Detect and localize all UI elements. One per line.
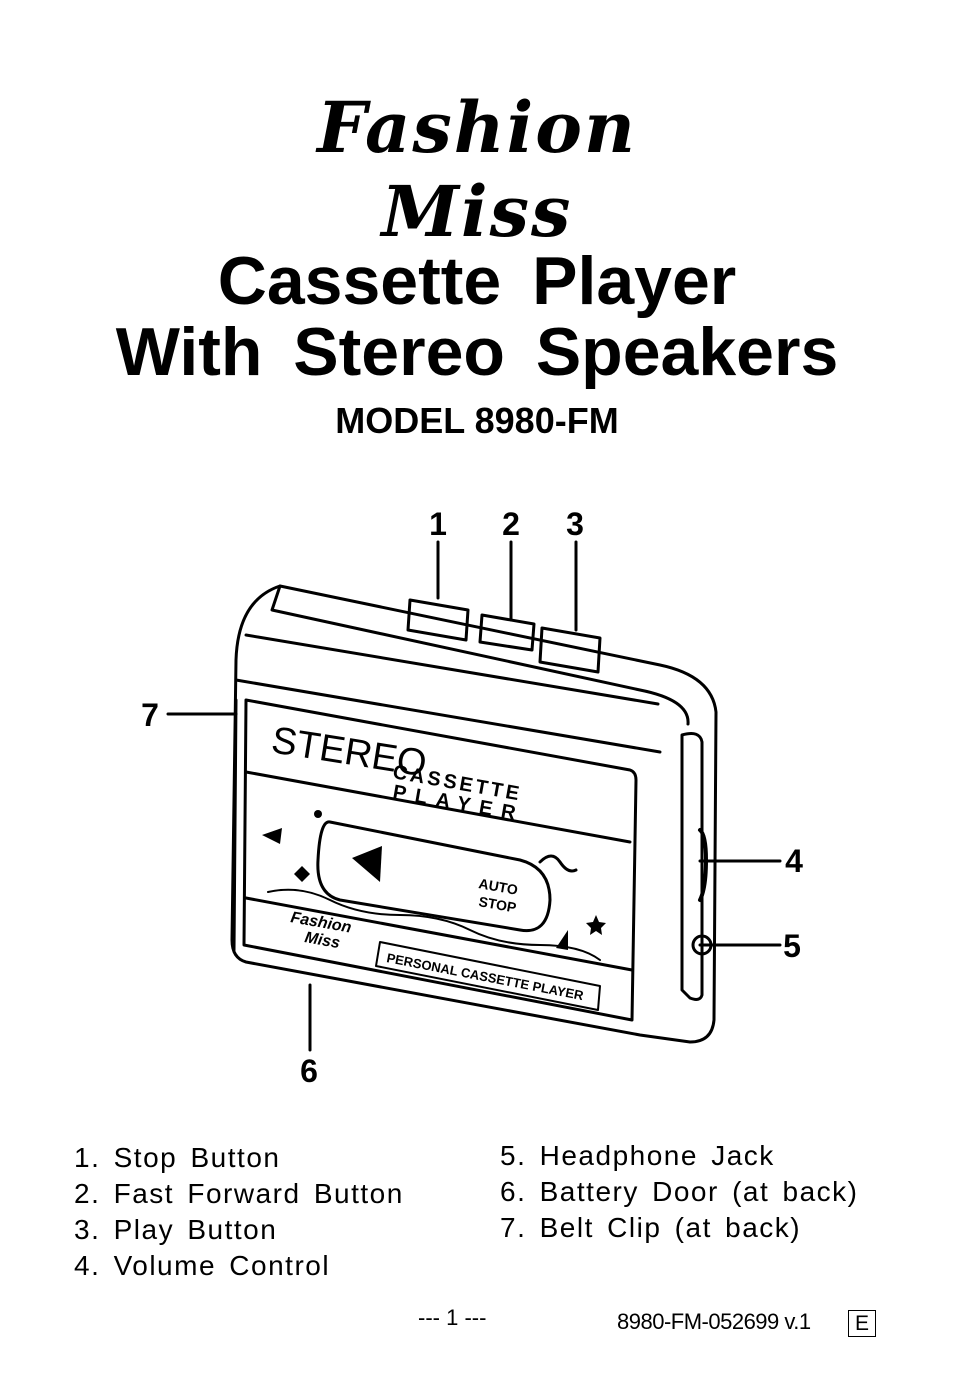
model-number: MODEL 8980-FM — [335, 400, 619, 441]
callout-1: 1 — [429, 506, 447, 542]
page-number: --- 1 --- — [418, 1305, 487, 1330]
ff-button-shape — [478, 613, 536, 652]
side-window — [680, 732, 704, 1001]
front-panel — [242, 698, 638, 1022]
legend-left: 1. Stop Button 2. Fast Forward Button 3.… — [74, 1140, 404, 1284]
callout-2: 2 — [502, 506, 520, 542]
device-stop-label: STOP — [477, 893, 517, 915]
stop-button-shape — [406, 598, 470, 642]
legend-item: 2. Fast Forward Button — [74, 1178, 404, 1209]
legend-item: 7. Belt Clip (at back) — [500, 1212, 802, 1243]
play-arrow-decoration — [352, 846, 382, 882]
legend-item: 6. Battery Door (at back) — [500, 1176, 859, 1207]
brand-logo-fashion: Fashion — [317, 86, 637, 169]
legend-item: 1. Stop Button — [74, 1142, 281, 1173]
title-line-2: With Stereo Speakers — [115, 314, 839, 390]
brand-logo-miss: Miss — [381, 170, 573, 253]
legend-item: 4. Volume Control — [74, 1250, 331, 1281]
callout-6: 6 — [300, 1053, 318, 1089]
legend-right: 5. Headphone Jack 6. Battery Door (at ba… — [500, 1138, 859, 1246]
triangle-decoration — [262, 828, 282, 844]
play-button-shape — [538, 626, 602, 674]
document-code: 8980-FM-052699 v.1 — [617, 1309, 811, 1334]
belt-clip — [232, 698, 238, 952]
device-body — [230, 584, 718, 1044]
callout-4: 4 — [785, 843, 803, 879]
star-decoration — [586, 915, 606, 935]
title-line-1: Cassette Player — [217, 243, 737, 319]
device-auto-label: AUTO — [477, 875, 519, 898]
device-brand-2: Miss — [303, 929, 341, 952]
legend-item: 5. Headphone Jack — [500, 1140, 775, 1171]
callout-5: 5 — [783, 928, 801, 964]
language-code-box: E — [848, 1310, 876, 1337]
cassette-player-diagram: 1 2 3 4 5 6 7 STEREO CASSETTE PLAYER AUT… — [141, 506, 803, 1089]
volume-wheel — [698, 828, 708, 902]
callout-3: 3 — [566, 506, 584, 542]
diamond-decoration — [294, 866, 310, 882]
headphone-jack — [691, 934, 713, 956]
callout-7: 7 — [141, 697, 159, 733]
cassette-window — [316, 820, 552, 933]
legend-item: 3. Play Button — [74, 1214, 278, 1245]
